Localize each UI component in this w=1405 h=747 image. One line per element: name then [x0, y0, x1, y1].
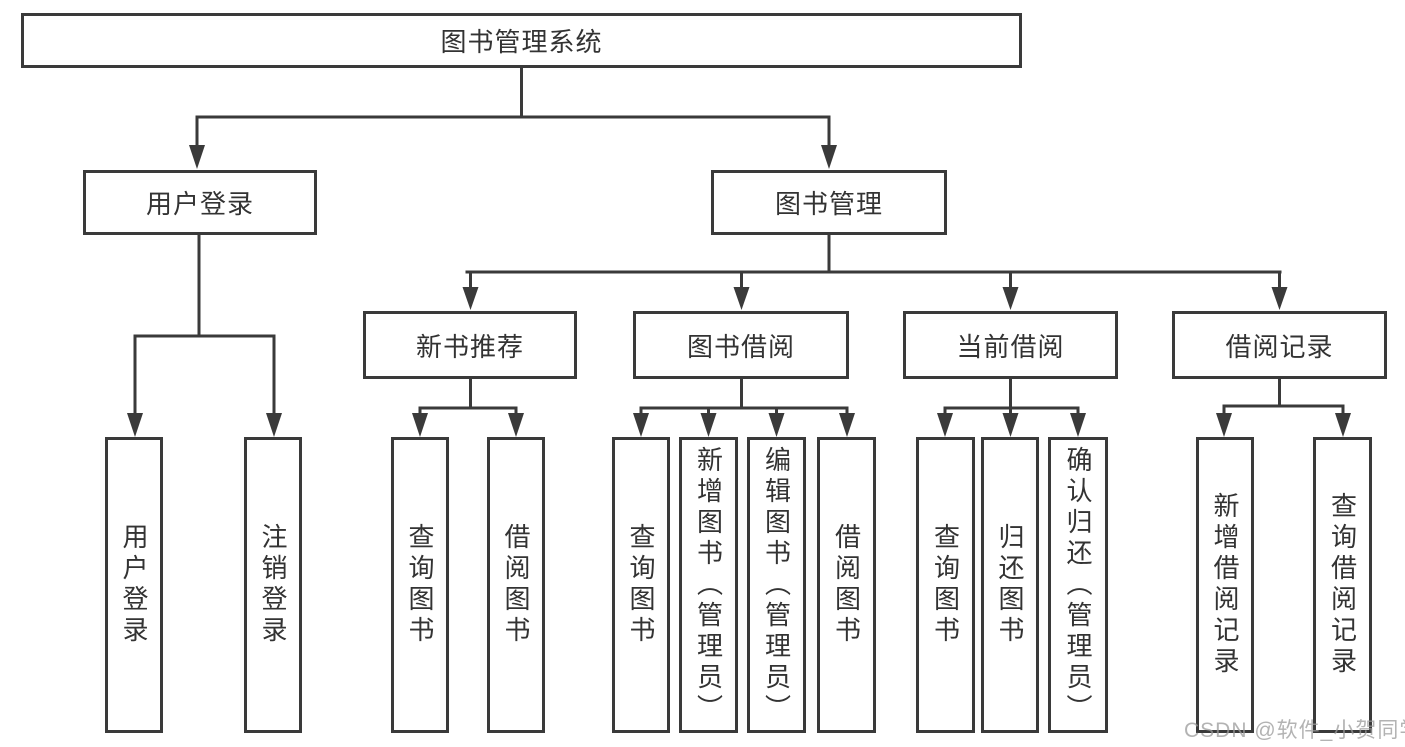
csdn-watermark: CSDN @软件_小贺同学 — [1184, 719, 1405, 742]
leaf-logout: 注销登录 — [244, 437, 302, 733]
leaf-add-borrowing-record: 新增借阅记录 — [1196, 437, 1254, 733]
leaf-borrow-books-recommend: 借阅图书 — [487, 437, 545, 733]
node-book-borrowing: 图书借阅 — [633, 311, 849, 379]
node-current-borrowing: 当前借阅 — [903, 311, 1118, 379]
node-new-book-recommendation: 新书推荐 — [363, 311, 577, 379]
node-user-login: 用户登录 — [83, 170, 317, 235]
node-borrowing-records: 借阅记录 — [1172, 311, 1387, 379]
node-book-management: 图书管理 — [711, 170, 947, 235]
leaf-query-books-current: 查询图书 — [916, 437, 975, 733]
leaf-query-books-recommend: 查询图书 — [391, 437, 449, 733]
leaf-query-borrowing-record: 查询借阅记录 — [1313, 437, 1372, 733]
arrowheads — [127, 145, 1351, 437]
leaf-add-books-admin: 新增图书（管理员） — [679, 437, 738, 733]
leaf-user-login: 用户登录 — [105, 437, 163, 733]
leaf-confirm-return-admin: 确认归还（管理员） — [1048, 437, 1108, 733]
leaf-edit-books-admin: 编辑图书（管理员） — [747, 437, 806, 733]
leaf-borrow-books-borrowing: 借阅图书 — [817, 437, 876, 733]
leaf-query-books-borrowing: 查询图书 — [612, 437, 670, 733]
leaf-return-books: 归还图书 — [981, 437, 1039, 733]
node-root-book-management-system: 图书管理系统 — [21, 13, 1022, 68]
